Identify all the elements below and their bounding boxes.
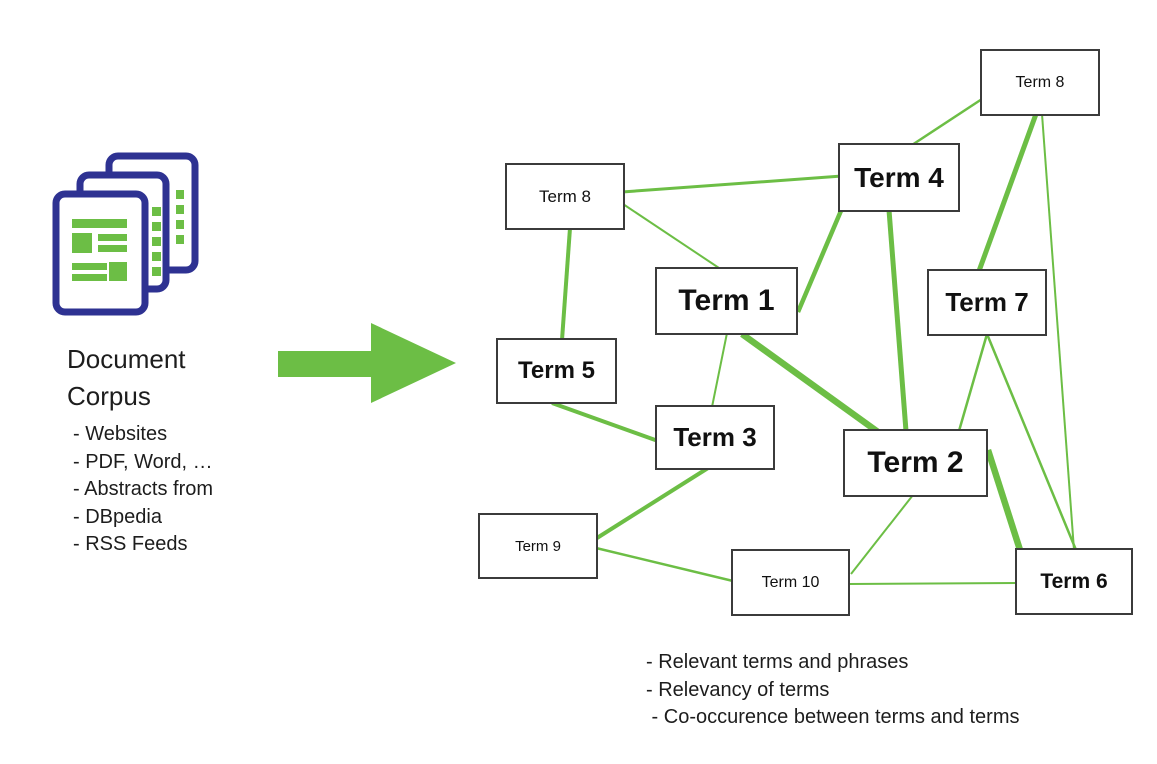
edge-term3-term9 bbox=[595, 466, 710, 540]
edge-term4-term2 bbox=[886, 209, 909, 432]
edge-term8-top-term7 bbox=[976, 113, 1039, 272]
graph-node-term8-top: Term 8 bbox=[980, 49, 1100, 116]
document-stack-icon bbox=[52, 152, 199, 316]
graph-node-term1: Term 1 bbox=[655, 267, 798, 335]
edge-term7-term2 bbox=[957, 333, 989, 432]
middle-page-text-dots bbox=[152, 207, 161, 276]
graph-node-term2: Term 2 bbox=[843, 429, 988, 497]
edge-term2-term6 bbox=[984, 449, 1024, 551]
edge-term8-top-term6 bbox=[1041, 113, 1075, 551]
graph-node-term4: Term 4 bbox=[838, 143, 960, 212]
graph-node-term5: Term 5 bbox=[496, 338, 617, 404]
list-item: - Relevant terms and phrases bbox=[646, 651, 909, 673]
edge-term8-left-term5 bbox=[560, 227, 572, 341]
edge-term7-term6 bbox=[985, 333, 1078, 551]
list-item: - Co-occurence between terms and terms bbox=[646, 706, 1020, 728]
corpus-source-list: - Websites - PDF, Word, … - Abstracts from… bbox=[73, 421, 213, 559]
graph-node-term7: Term 7 bbox=[927, 269, 1047, 336]
list-item: - Relevancy of terms bbox=[646, 678, 830, 701]
edge-term1-term2 bbox=[740, 331, 880, 435]
graph-node-term9: Term 9 bbox=[478, 513, 598, 579]
graph-caption-list: - Relevant terms and phrases - Relevancy … bbox=[646, 649, 1020, 732]
edge-term9-term10 bbox=[595, 546, 734, 583]
graph-node-term8-left: Term 8 bbox=[505, 163, 625, 230]
edge-term8-top-term4 bbox=[911, 97, 983, 147]
edge-term10-term6 bbox=[847, 582, 1018, 585]
graph-node-term10: Term 10 bbox=[731, 549, 850, 616]
edge-term4-term1 bbox=[795, 205, 846, 313]
front-page-content bbox=[72, 219, 127, 281]
graph-edges bbox=[551, 97, 1078, 585]
list-item: - PDF, Word, … bbox=[73, 450, 213, 473]
document-corpus-title: Document Corpus bbox=[67, 344, 186, 411]
edge-term8-left-term1 bbox=[622, 203, 723, 271]
list-item: - RSS Feeds bbox=[73, 533, 188, 555]
graph-node-term6: Term 6 bbox=[1015, 548, 1133, 615]
list-item: - Websites bbox=[73, 423, 168, 445]
edge-term1-term3 bbox=[711, 332, 728, 408]
edge-term2-term10 bbox=[850, 494, 914, 575]
front-page bbox=[52, 190, 149, 316]
list-item: - DBpedia bbox=[73, 505, 162, 528]
list-item: - Abstracts from bbox=[73, 478, 214, 500]
back-page-text-dots bbox=[176, 190, 184, 244]
right-arrow-icon bbox=[278, 323, 456, 403]
edge-term5-term3 bbox=[551, 401, 659, 443]
graph-node-term3: Term 3 bbox=[655, 405, 775, 470]
edge-term8-left-term4 bbox=[621, 174, 843, 194]
